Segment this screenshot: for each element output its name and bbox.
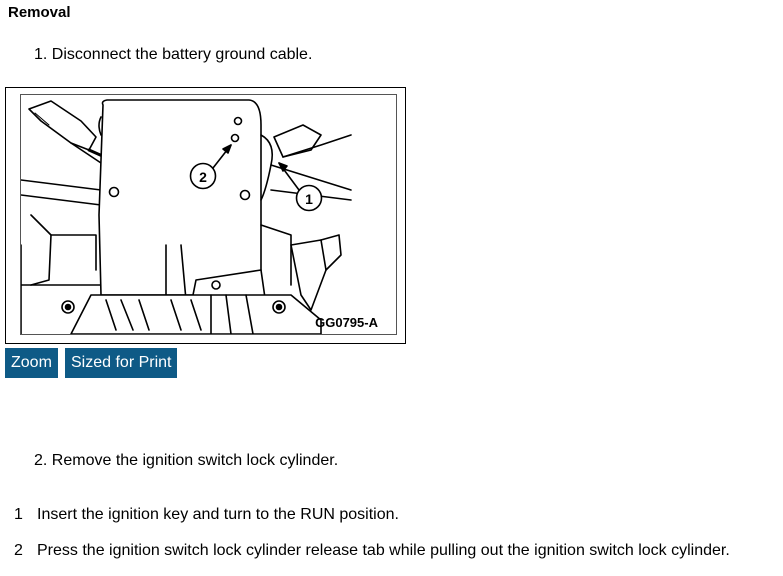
figure-frame: 2 1 GG0795-A <box>5 87 406 344</box>
substep-text: Press the ignition switch lock cylinder … <box>37 542 730 559</box>
step-2: 2. Remove the ignition switch lock cylin… <box>34 452 339 469</box>
section-heading: Removal <box>8 4 71 21</box>
callout-1-label: 1 <box>305 191 313 207</box>
background-lines <box>21 179 102 334</box>
substep-number: 1 <box>14 506 23 523</box>
zoom-button[interactable]: Zoom <box>5 348 58 378</box>
lower-mechanism <box>61 280 322 334</box>
figure-code-label: GG0795-A <box>315 315 378 330</box>
ignition-lock-illustration[interactable]: 2 1 GG0795-A <box>20 94 397 335</box>
bracket <box>260 224 342 311</box>
callout-2-label: 2 <box>199 169 207 185</box>
substep-number: 2 <box>14 542 23 559</box>
sized-for-print-button[interactable]: Sized for Print <box>65 348 178 378</box>
steering-column-shroud <box>98 99 274 306</box>
substep-text: Insert the ignition key and turn to the … <box>37 506 399 523</box>
step-1: 1. Disconnect the battery ground cable. <box>34 46 313 63</box>
tool-icon <box>28 100 109 164</box>
callout-1: 1 <box>278 162 323 212</box>
callout-2: 2 <box>189 144 232 190</box>
